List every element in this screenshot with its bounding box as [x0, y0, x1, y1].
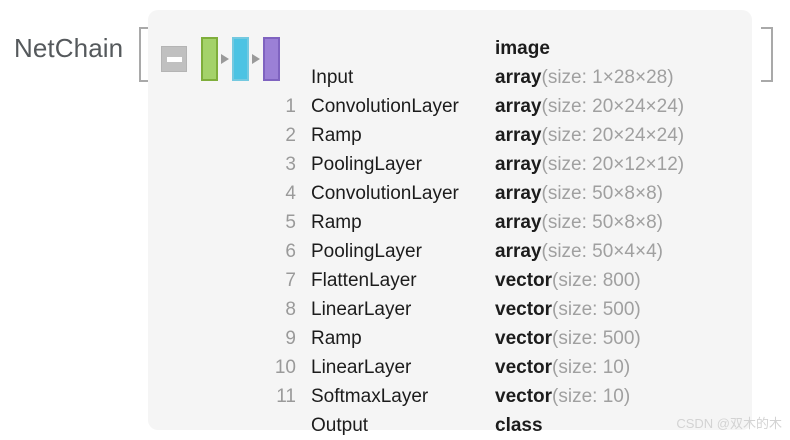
- table-row[interactable]: 11 SoftmaxLayer vector(size: 10): [148, 382, 752, 411]
- table-row[interactable]: Output class: [148, 411, 752, 440]
- output-size-label: (size: 10): [552, 356, 631, 378]
- row-index: 9: [285, 327, 296, 349]
- row-output-type: array(size: 50×8×8): [495, 179, 752, 208]
- row-index: [148, 63, 311, 92]
- output-size-label: (size: 1×28×28): [541, 66, 674, 88]
- row-output-type: array(size: 50×8×8): [495, 208, 752, 237]
- table-row[interactable]: 7 FlattenLayer vector(size: 800): [148, 266, 752, 295]
- output-type-label: vector: [495, 385, 553, 407]
- row-layer-name: LinearLayer: [311, 298, 412, 320]
- table-row[interactable]: 5 Ramp array(size: 50×8×8): [148, 208, 752, 237]
- table-row[interactable]: Input array(size: 1×28×28): [148, 63, 752, 92]
- header-name: [311, 34, 495, 63]
- table-header-row: image: [148, 34, 752, 63]
- row-output-type: array(size: 20×24×24): [495, 92, 752, 121]
- bracket-left-decoration: [139, 27, 151, 82]
- table-row[interactable]: 4 ConvolutionLayer array(size: 50×8×8): [148, 179, 752, 208]
- table-row[interactable]: 10 LinearLayer vector(size: 10): [148, 353, 752, 382]
- collapse-toggle-button[interactable]: [161, 46, 187, 72]
- row-layer-name: SoftmaxLayer: [311, 385, 429, 407]
- output-type-label: array: [495, 240, 542, 262]
- row-layer-name: ConvolutionLayer: [311, 182, 459, 204]
- output-size-label: (size: 20×12×12): [541, 153, 685, 175]
- row-index: 10: [274, 356, 296, 378]
- layer-bar-cyan-icon: [232, 37, 249, 81]
- output-type-label: array: [495, 182, 542, 204]
- row-index: [148, 411, 311, 440]
- row-index: 11: [276, 385, 296, 407]
- output-type-label: array: [495, 211, 542, 233]
- row-index: 8: [285, 298, 296, 320]
- layer-bar-purple-icon: [263, 37, 280, 81]
- output-size-label: (size: 20×24×24): [541, 95, 685, 117]
- header-type: image: [495, 37, 550, 59]
- output-size-label: (size: 50×4×4): [541, 240, 663, 262]
- output-type-label: vector: [495, 356, 553, 378]
- row-output-type: array(size: 20×12×12): [495, 150, 752, 179]
- bracket-right-decoration: [761, 27, 773, 82]
- row-output-type: vector(size: 800): [495, 266, 752, 295]
- minus-icon: [166, 56, 182, 62]
- row-layer-name: PoolingLayer: [311, 240, 422, 262]
- network-diagram-icon-strip: [161, 37, 280, 81]
- page-title: NetChain: [14, 33, 124, 63]
- table-row[interactable]: 6 PoolingLayer array(size: 50×4×4): [148, 237, 752, 266]
- row-output-type: array(size: 1×28×28): [495, 63, 752, 92]
- output-size-label: (size: 50×8×8): [541, 182, 663, 204]
- output-size-label: (size: 10): [552, 385, 631, 407]
- row-index: 1: [285, 95, 296, 117]
- layer-bar-green-icon: [201, 37, 218, 81]
- row-output-type: vector(size: 500): [495, 295, 752, 324]
- output-type-label: vector: [495, 269, 553, 291]
- output-type-label: vector: [495, 327, 553, 349]
- row-output-type: vector(size: 10): [495, 382, 752, 411]
- output-size-label: (size: 500): [552, 327, 641, 349]
- output-type-label: array: [495, 66, 542, 88]
- row-layer-name: Output: [311, 414, 369, 436]
- output-size-label: (size: 50×8×8): [541, 211, 663, 233]
- arrow-right-icon: [221, 54, 229, 64]
- row-layer-name: Input: [311, 66, 354, 88]
- output-size-label: (size: 20×24×24): [541, 124, 685, 146]
- output-type-label: class: [495, 414, 543, 436]
- row-output-type: vector(size: 10): [495, 353, 752, 382]
- table-row[interactable]: 1 ConvolutionLayer array(size: 20×24×24): [148, 92, 752, 121]
- table-row[interactable]: 9 Ramp vector(size: 500): [148, 324, 752, 353]
- output-type-label: array: [495, 153, 542, 175]
- watermark: CSDN @双木的木: [676, 416, 782, 431]
- row-layer-name: Ramp: [311, 124, 362, 146]
- output-type-label: vector: [495, 298, 553, 320]
- row-output-type: class: [495, 411, 752, 440]
- row-index: 6: [285, 240, 296, 262]
- row-layer-name: LinearLayer: [311, 356, 412, 378]
- row-index: 5: [285, 211, 296, 233]
- row-index: 2: [285, 124, 296, 146]
- row-layer-name: ConvolutionLayer: [311, 95, 459, 117]
- row-layer-name: Ramp: [311, 327, 362, 349]
- table-row[interactable]: 2 Ramp array(size: 20×24×24): [148, 121, 752, 150]
- row-index: 4: [285, 182, 296, 204]
- output-type-label: array: [495, 95, 542, 117]
- header-index: [148, 34, 311, 63]
- table-row[interactable]: 8 LinearLayer vector(size: 500): [148, 295, 752, 324]
- row-layer-name: PoolingLayer: [311, 153, 422, 175]
- row-output-type: vector(size: 500): [495, 324, 752, 353]
- table-row[interactable]: 3 PoolingLayer array(size: 20×12×12): [148, 150, 752, 179]
- output-type-label: array: [495, 124, 542, 146]
- row-layer-name: Ramp: [311, 211, 362, 233]
- arrow-right-icon: [252, 54, 260, 64]
- output-size-label: (size: 500): [552, 298, 641, 320]
- row-layer-name: FlattenLayer: [311, 269, 417, 291]
- row-index: 3: [285, 153, 296, 175]
- row-index: 7: [285, 269, 296, 291]
- row-output-type: array(size: 50×4×4): [495, 237, 752, 266]
- row-output-type: array(size: 20×24×24): [495, 121, 752, 150]
- output-size-label: (size: 800): [552, 269, 641, 291]
